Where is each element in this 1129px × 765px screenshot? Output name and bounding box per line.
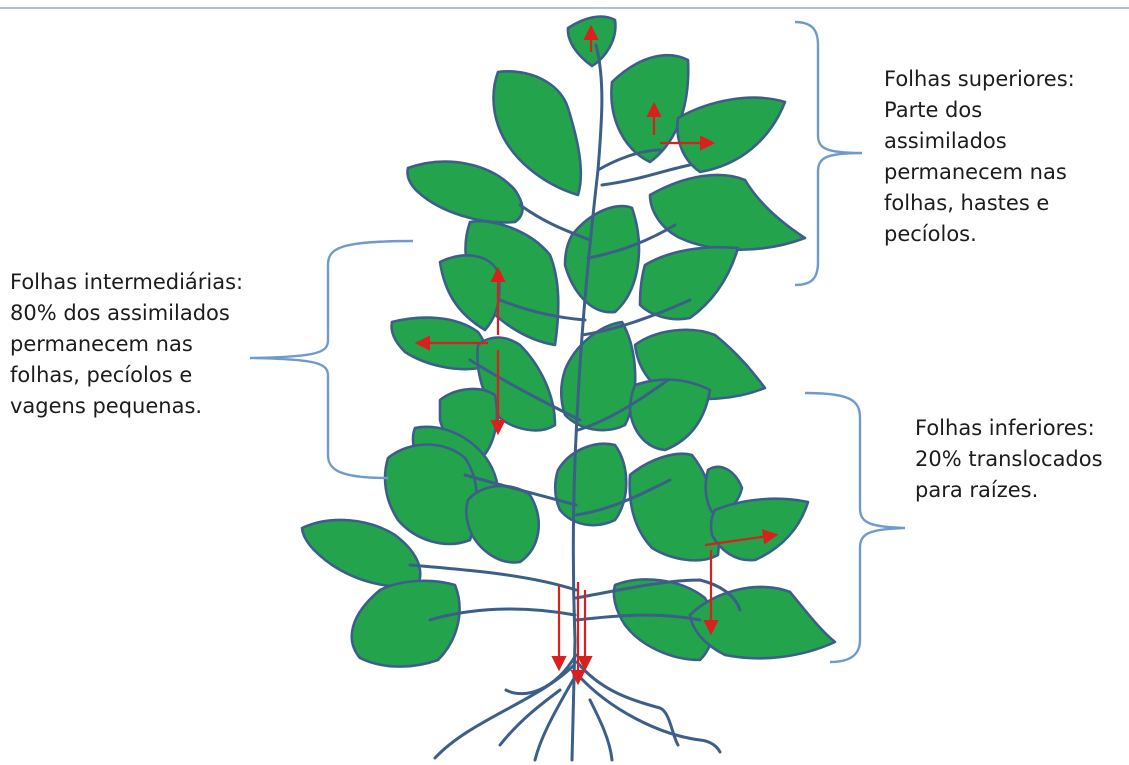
leaf bbox=[561, 322, 635, 430]
middle-annotation-line: folhas, pecíolos e bbox=[10, 360, 243, 391]
lower-annotation-line: Folhas inferiores: bbox=[915, 413, 1103, 444]
leaf bbox=[466, 486, 538, 562]
leaf bbox=[385, 445, 477, 544]
middle-annotation-line: 80% dos assimilados bbox=[10, 298, 243, 329]
upper-annotation-line: Parte dos bbox=[884, 95, 1075, 126]
upper-annotation-line: Folhas superiores: bbox=[884, 64, 1075, 95]
leaf bbox=[302, 520, 420, 587]
lower-leaves-annotation: Folhas inferiores: 20% translocados para… bbox=[915, 413, 1103, 506]
upper-annotation-line: assimilados bbox=[884, 126, 1075, 157]
plant-leaves bbox=[302, 17, 835, 667]
lower-annotation-line: 20% translocados bbox=[915, 444, 1103, 475]
leaf bbox=[407, 162, 522, 223]
middle-annotation-line: permanecem nas bbox=[10, 329, 243, 360]
middle-annotation-line: Folhas intermediárias: bbox=[10, 267, 243, 298]
leaf bbox=[611, 55, 688, 162]
leaf bbox=[630, 380, 710, 450]
middle-annotation-line: vagens pequenas. bbox=[10, 391, 243, 422]
upper-leaves-annotation: Folhas superiores: Parte dos assimilados… bbox=[884, 64, 1075, 250]
leaf bbox=[565, 206, 639, 312]
lower-annotation-line: para raízes. bbox=[915, 475, 1103, 506]
lower-brace bbox=[805, 393, 905, 662]
leaf bbox=[640, 247, 738, 319]
upper-annotation-line: pecíolos. bbox=[884, 219, 1075, 250]
leaf bbox=[711, 499, 808, 560]
leaf bbox=[352, 581, 460, 667]
middle-brace bbox=[250, 241, 413, 478]
upper-brace bbox=[795, 22, 862, 285]
leaf bbox=[677, 98, 785, 172]
middle-leaves-annotation: Folhas intermediárias: 80% dos assimilad… bbox=[10, 267, 243, 422]
leaf bbox=[494, 71, 581, 195]
leaf bbox=[650, 175, 805, 250]
upper-annotation-line: folhas, hastes e bbox=[884, 188, 1075, 219]
upper-annotation-line: permanecem nas bbox=[884, 157, 1075, 188]
